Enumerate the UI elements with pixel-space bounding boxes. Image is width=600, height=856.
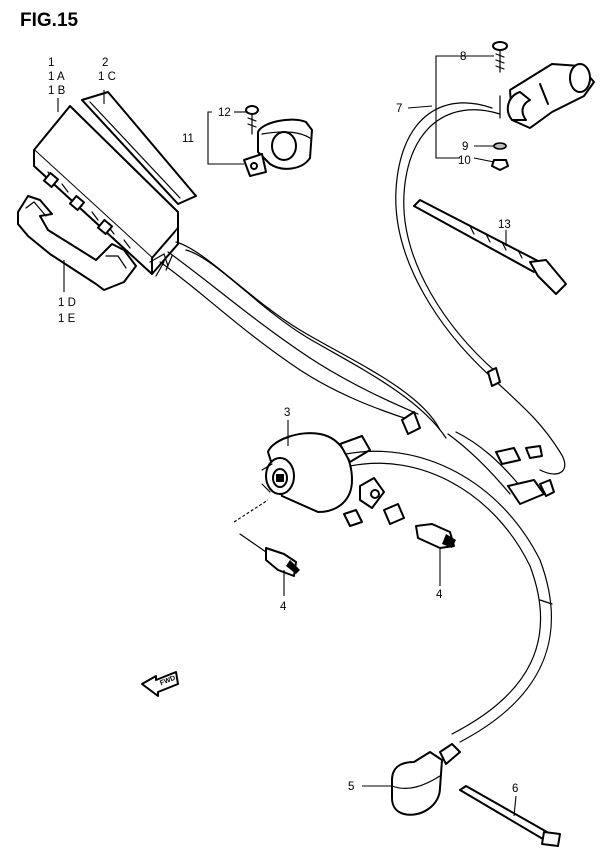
bolt-left: [239, 533, 300, 577]
high-tension-lead: [345, 450, 553, 743]
cdi-cable: [155, 241, 447, 439]
callout-4-left: 4: [280, 601, 287, 613]
callout-labels: 1 1 A 1 B 2 1 C 1 D 1 E 3 4 4 5 6 7 8 9 …: [48, 51, 518, 795]
callout-12: 12: [218, 107, 231, 119]
cdi-cover-plate: [81, 91, 197, 205]
callout-lines: [57, 55, 517, 817]
callout-6: 6: [512, 783, 518, 795]
wire-terminals: [343, 431, 555, 527]
callout-13: 13: [498, 219, 511, 231]
bolt-right: [415, 523, 456, 549]
callout-1d: 1 D: [58, 297, 76, 309]
cable-tie-small: [459, 785, 561, 847]
callout-3: 3: [284, 407, 290, 419]
callout-1b: 1 B: [48, 85, 66, 97]
callout-10: 10: [458, 155, 471, 167]
kill-switch-lead: [395, 102, 566, 475]
spark-plug-cap: [391, 743, 461, 816]
kill-switch-assembly: [499, 63, 595, 129]
callout-11: 11: [182, 133, 194, 145]
figure-title: FIG.15: [20, 10, 79, 31]
screw-top: [492, 41, 508, 73]
callout-5: 5: [348, 781, 354, 793]
washer: [493, 142, 507, 150]
cdi-unit: [33, 105, 179, 275]
callout-8: 8: [460, 51, 466, 63]
forward-direction-arrow: FWD: [141, 671, 179, 697]
callout-1: 1: [48, 57, 54, 69]
cdi-bracket: [17, 195, 137, 291]
switch-clamp: [243, 118, 313, 177]
nut: [491, 159, 509, 171]
callout-9: 9: [462, 141, 468, 153]
callout-1e: 1 E: [58, 313, 76, 325]
callout-2: 2: [102, 57, 108, 69]
callout-7: 7: [396, 103, 402, 115]
callout-1a: 1 A: [48, 71, 65, 83]
ignition-coil: [261, 432, 385, 513]
cable-tie-large: [413, 199, 567, 295]
clamp-screw: [245, 105, 259, 135]
callout-4-right: 4: [436, 589, 443, 601]
callout-1c: 1 C: [98, 71, 116, 83]
